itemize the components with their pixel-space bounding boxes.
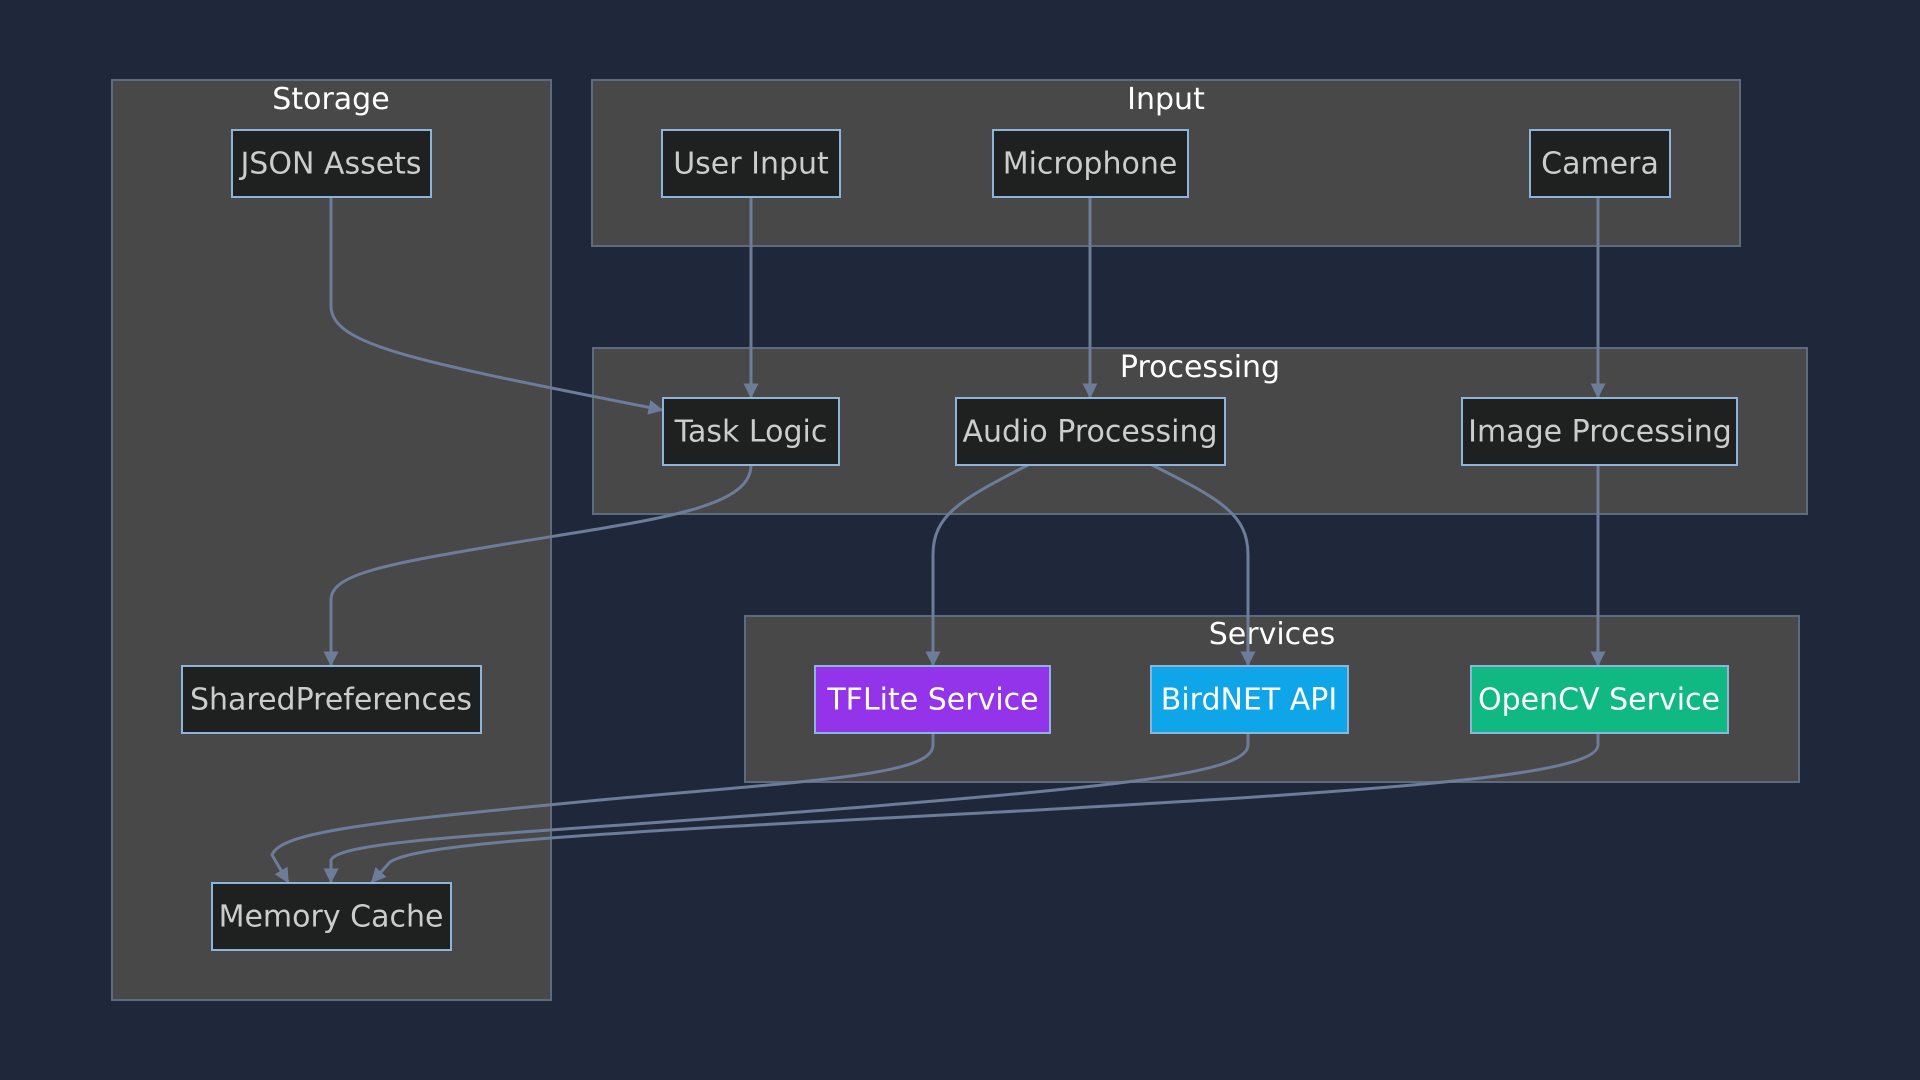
node-audio-processing[interactable]: Audio Processing <box>955 397 1226 466</box>
node-label-birdnet-api: BirdNET API <box>1161 683 1337 718</box>
node-shared-preferences[interactable]: SharedPreferences <box>181 665 482 734</box>
node-label-memory-cache: Memory Cache <box>219 900 444 935</box>
edge-json-assets-to-task-logic <box>329 197 664 415</box>
node-opencv-service[interactable]: OpenCV Service <box>1470 665 1729 734</box>
edge-audio-processing-to-tflite-service <box>925 463 1029 667</box>
node-microphone[interactable]: Microphone <box>992 129 1189 198</box>
node-label-opencv-service: OpenCV Service <box>1478 683 1720 718</box>
node-user-input[interactable]: User Input <box>661 129 841 198</box>
node-task-logic[interactable]: Task Logic <box>662 397 840 466</box>
node-label-shared-preferences: SharedPreferences <box>190 683 472 718</box>
node-label-json-assets: JSON Assets <box>238 147 421 182</box>
edges <box>270 197 1606 884</box>
edge-tflite-service-to-memory-cache <box>270 733 935 884</box>
edge-task-logic-to-shared-preferences <box>323 464 753 667</box>
edge-birdnet-api-to-memory-cache <box>323 733 1250 884</box>
node-camera[interactable]: Camera <box>1529 129 1671 198</box>
node-label-task-logic: Task Logic <box>674 415 828 450</box>
node-tflite-service[interactable]: TFLite Service <box>814 665 1051 734</box>
cluster-title-services: Services <box>1209 617 1336 652</box>
node-label-user-input: User Input <box>673 147 829 182</box>
node-memory-cache[interactable]: Memory Cache <box>211 882 452 951</box>
node-label-tflite-service: TFLite Service <box>826 683 1038 718</box>
node-image-processing[interactable]: Image Processing <box>1461 397 1738 466</box>
node-label-audio-processing: Audio Processing <box>963 415 1218 450</box>
edge-audio-processing-to-birdnet-api <box>1151 463 1256 667</box>
node-label-camera: Camera <box>1541 147 1659 182</box>
node-label-image-processing: Image Processing <box>1468 415 1732 450</box>
node-label-microphone: Microphone <box>1003 147 1178 182</box>
cluster-title-input: Input <box>1127 82 1205 117</box>
edge-opencv-service-to-memory-cache <box>370 733 1600 884</box>
cluster-title-processing: Processing <box>1120 350 1280 385</box>
cluster-title-storage: Storage <box>272 82 389 117</box>
node-json-assets[interactable]: JSON Assets <box>231 129 432 198</box>
node-birdnet-api[interactable]: BirdNET API <box>1150 665 1349 734</box>
